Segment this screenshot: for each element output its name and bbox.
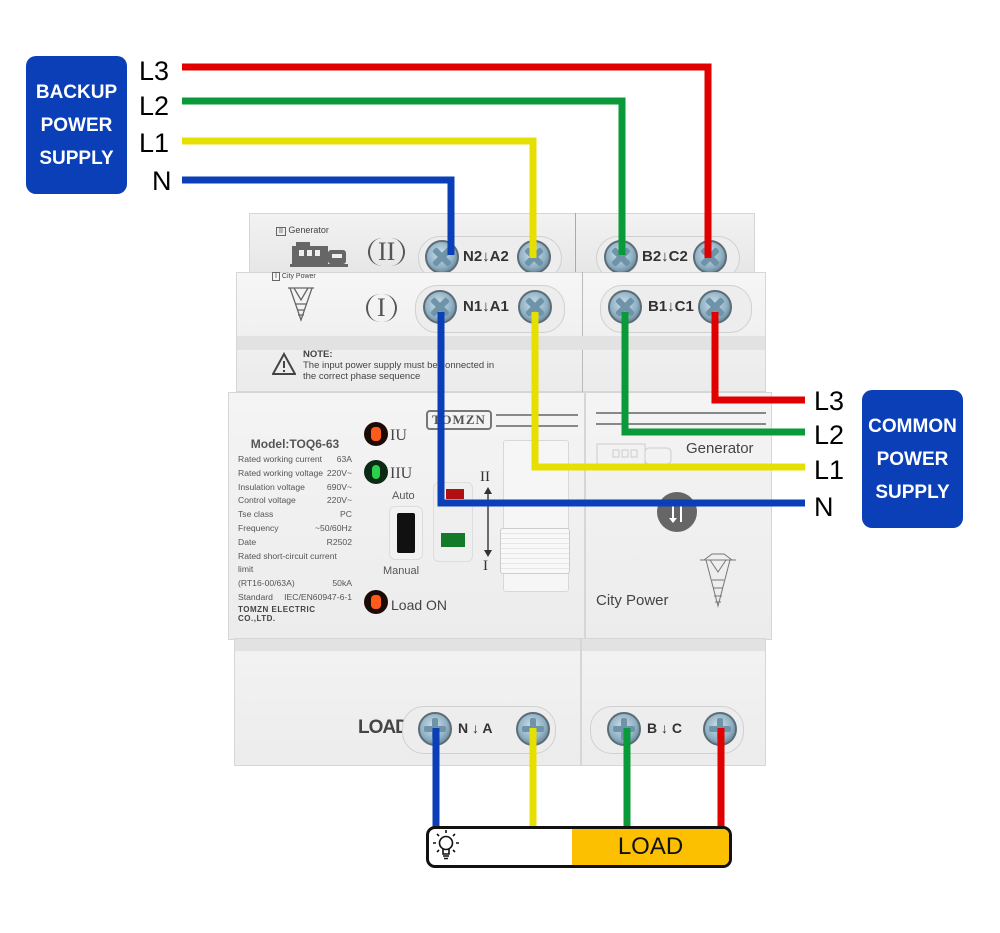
spec-row: Frequency~50/60Hz [238, 522, 352, 533]
panel-divider [582, 272, 583, 392]
wire-backup-n [182, 176, 455, 255]
common-label-l2: L2 [814, 420, 845, 450]
model-number: Model:TOQ6-63 [250, 437, 340, 451]
auto-manual-switch[interactable] [389, 506, 423, 560]
generator-badge: II Generator [276, 225, 329, 236]
common-power-supply-box: COMMON POWER SUPPLY [862, 390, 963, 528]
warning-icon [272, 352, 296, 376]
position-label-i: I [483, 558, 488, 574]
led-light [371, 595, 381, 609]
wire-common-l3 [711, 312, 805, 404]
backup-label-l2: L2 [139, 91, 170, 121]
led-light [371, 427, 381, 441]
common-title-line: SUPPLY [875, 481, 950, 503]
pylon-outline-icon [696, 550, 740, 608]
note-title: NOTE: [303, 349, 333, 360]
led-light [372, 465, 380, 479]
right-panel-generator-label: Generator [686, 440, 754, 457]
wire-backup-l1 [182, 137, 537, 258]
terminal-label-load-b-c: B ↓ C [647, 720, 682, 736]
transfer-handle[interactable] [500, 528, 570, 574]
spec-row: (RT16-00/63A)50kA [238, 578, 352, 589]
lightbulb-icon [433, 830, 459, 860]
wire-common-n [437, 312, 805, 507]
manual-label: Manual [383, 565, 420, 577]
load-label-section: LOAD [572, 829, 729, 865]
note-line-1: The input power supply must be connected… [303, 360, 495, 371]
generator-icon [290, 240, 348, 268]
indicator-label-iiu: IIU [390, 465, 413, 482]
indicator-label-iu: IU [390, 427, 407, 444]
panel-shade-band [237, 336, 765, 350]
common-title-line: POWER [876, 448, 949, 470]
auto-label: Auto [392, 490, 415, 502]
common-title-line: COMMON [868, 415, 957, 437]
backup-label-l1: L1 [139, 128, 170, 158]
phase-note: NOTE: The input power supply must be con… [303, 349, 494, 382]
position-label-ii: II [480, 469, 490, 485]
transfer-arrows-icon [657, 492, 697, 532]
load-box: LOAD [426, 826, 732, 868]
generator-position-symbol: II [368, 238, 406, 266]
backup-label-n: N [152, 166, 172, 196]
city-position-symbol: I [366, 294, 397, 322]
common-label-n: N [814, 492, 834, 522]
indicator-led-iiu [364, 460, 388, 484]
position-flag-red [446, 489, 464, 499]
wire-backup-l3 [182, 63, 712, 258]
indicator-label-load-on: Load ON [391, 597, 448, 613]
manufacturer: TOMZN ELECTRIC CO.,LTD. [238, 604, 316, 623]
common-label-l1: L1 [814, 455, 845, 485]
backup-title-line: BACKUP [35, 81, 118, 103]
backup-power-supply-box: BACKUP POWER SUPPLY [26, 56, 127, 194]
city-row-label: City Power [281, 273, 316, 280]
wire-common-l2 [621, 312, 805, 436]
indicator-led-load-on [364, 590, 388, 614]
spec-row: Rated short-circuit current limit [238, 550, 337, 575]
wire-common-l1 [531, 312, 805, 471]
backup-title-line: SUPPLY [39, 147, 114, 169]
terminal-label-n2-a2: N2↓A2 [463, 248, 509, 265]
note-line-2: the correct phase sequence [303, 371, 421, 382]
backup-title-line: POWER [40, 114, 113, 136]
load-lamp-section [429, 829, 572, 865]
pylon-icon [284, 284, 318, 322]
backup-label-l3: L3 [139, 56, 170, 86]
terminal-label-b1-c1: B1↓C1 [648, 298, 694, 315]
switch-rocker[interactable] [397, 513, 415, 553]
common-label-l3: L3 [814, 386, 845, 416]
right-panel-city-label: City Power [596, 592, 669, 609]
load-row-label: LOAD [358, 717, 409, 738]
load-box-label: LOAD [617, 833, 684, 860]
wire-backup-l2 [182, 97, 626, 255]
brand-stripes-right [596, 412, 766, 425]
terminal-label-b2-c2: B2↓C2 [642, 248, 688, 265]
terminal-label-load-n-a: N ↓ A [458, 720, 493, 736]
indicator-led-iu [364, 422, 388, 446]
generator-row-label: Generator [288, 225, 329, 235]
position-flag-green [441, 533, 465, 547]
city-power-badge: I City Power [272, 272, 316, 281]
panel-divider [575, 213, 576, 273]
terminal-label-n1-a1: N1↓A1 [463, 298, 509, 315]
